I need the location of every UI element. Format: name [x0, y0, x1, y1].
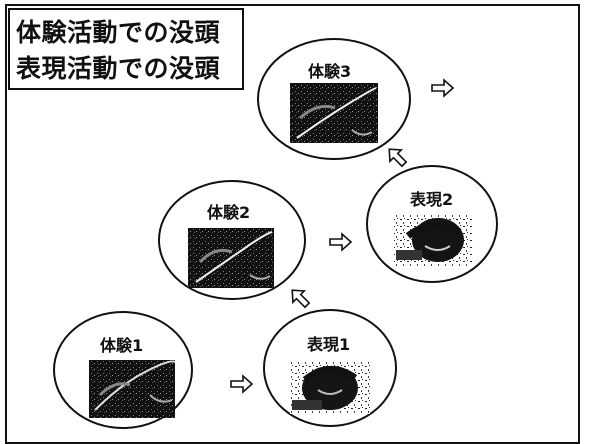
- node-taiken1: 体験1: [53, 311, 193, 429]
- node-label-hyogen1: 表現1: [306, 335, 350, 354]
- node-label-hyogen2: 表現2: [409, 190, 453, 209]
- node-taiken2: 体験2: [158, 180, 306, 300]
- node-taiken3: 体験3: [257, 38, 411, 160]
- node-label-taiken3: 体験3: [308, 62, 351, 81]
- node-hyogen2: 表現2: [366, 165, 498, 283]
- arrow-hyogen1-to-taiken2: [291, 289, 311, 309]
- title-line-experience: 体験活動での没頭: [16, 18, 221, 47]
- photo-hyogen1: [290, 362, 370, 414]
- photo-taiken1: [89, 360, 176, 418]
- node-label-taiken2: 体験2: [207, 203, 250, 222]
- arrow-hyogen2-to-taiken3: [388, 148, 408, 168]
- arrow-taiken1-to-hyogen1: [230, 374, 254, 394]
- arrow-taiken2-to-hyogen2: [329, 232, 353, 252]
- arrow-taiken3-to-next: [431, 78, 455, 98]
- node-hyogen1: 表現1: [263, 309, 397, 427]
- title-box: 体験活動での没頭 表現活動での没頭: [8, 8, 244, 90]
- photo-taiken3: [290, 83, 378, 143]
- photo-taiken2: [188, 228, 274, 288]
- node-label-taiken1: 体験1: [100, 336, 143, 355]
- title-line-expression: 表現活動での没頭: [16, 54, 221, 83]
- photo-hyogen2: [394, 214, 472, 266]
